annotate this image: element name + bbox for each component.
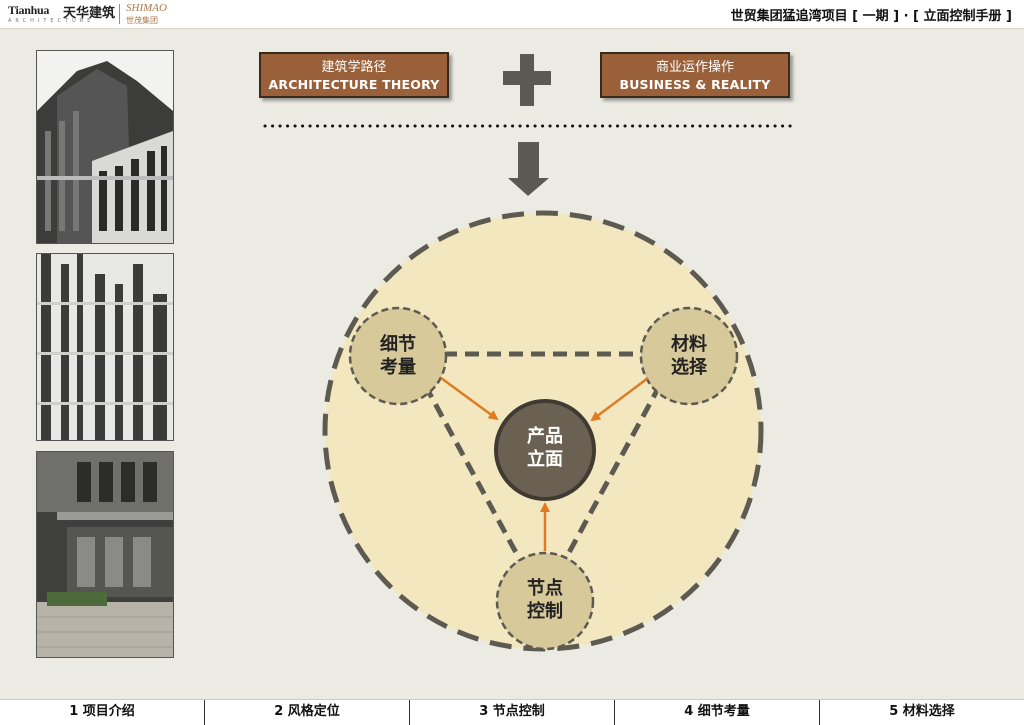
architecture-theory-zh: 建筑学路径 — [321, 60, 387, 75]
tianhua-logo-sub: ARCHITECTURE — [8, 18, 95, 24]
node-detail-label: 细节 考量 — [380, 334, 416, 378]
header-bar: Tianhua 天华建筑 ARCHITECTURE SHIMAO 世茂集团 世贸… — [0, 0, 1024, 29]
shimao-logo: SHIMAO 世茂集团 — [126, 2, 172, 26]
page-title: 世贸集团猛追湾项目 [ 一期 ] · [ 立面控制手册 ] — [730, 9, 1012, 24]
shimao-logo-cn: 世茂集团 — [126, 16, 158, 25]
node-center-label: 产品 立面 — [527, 426, 563, 470]
tianhua-logo-en: Tianhua — [8, 3, 50, 17]
building-photo-3 — [36, 451, 174, 658]
tianhua-logo-cn: 天华建筑 — [63, 6, 116, 21]
business-reality-en: BUSINESS & REALITY — [619, 77, 771, 92]
architecture-theory-box: 建筑学路径 ARCHITECTURE THEORY — [259, 52, 449, 98]
node-detail — [348, 306, 448, 406]
tab-style-position[interactable]: 2 风格定位 — [205, 700, 410, 725]
node-material-label: 材料 选择 — [671, 334, 707, 378]
tianhua-logo: Tianhua 天华建筑 ARCHITECTURE — [8, 3, 116, 25]
business-reality-box: 商业运作操作 BUSINESS & REALITY — [600, 52, 790, 98]
architecture-theory-en: ARCHITECTURE THEORY — [268, 77, 440, 92]
tab-detail-consideration[interactable]: 4 细节考量 — [615, 700, 820, 725]
footer-nav: 1 项目介绍 2 风格定位 3 节点控制 4 细节考量 5 材料选择 — [0, 699, 1024, 725]
tab-project-intro[interactable]: 1 项目介绍 — [0, 700, 205, 725]
triangle-links — [422, 351, 663, 562]
building-photo-2 — [36, 253, 174, 441]
shimao-logo-en: SHIMAO — [126, 2, 167, 14]
tab-material-selection[interactable]: 5 材料选择 — [889, 704, 955, 719]
arrow-detail-to-center — [440, 376, 499, 421]
arrow-material-to-center — [590, 377, 649, 422]
node-material — [639, 306, 739, 406]
node-joint-label: 节点 控制 — [527, 578, 563, 622]
node-center — [494, 399, 596, 501]
node-joint — [495, 551, 595, 651]
down-arrow-icon — [508, 142, 549, 196]
logo-divider — [119, 4, 120, 24]
business-reality-zh: 商业运作操作 — [655, 60, 734, 75]
tab-joint-control[interactable]: 3 节点控制 — [410, 700, 615, 725]
building-photo-1 — [36, 50, 174, 244]
plus-icon — [503, 54, 551, 106]
